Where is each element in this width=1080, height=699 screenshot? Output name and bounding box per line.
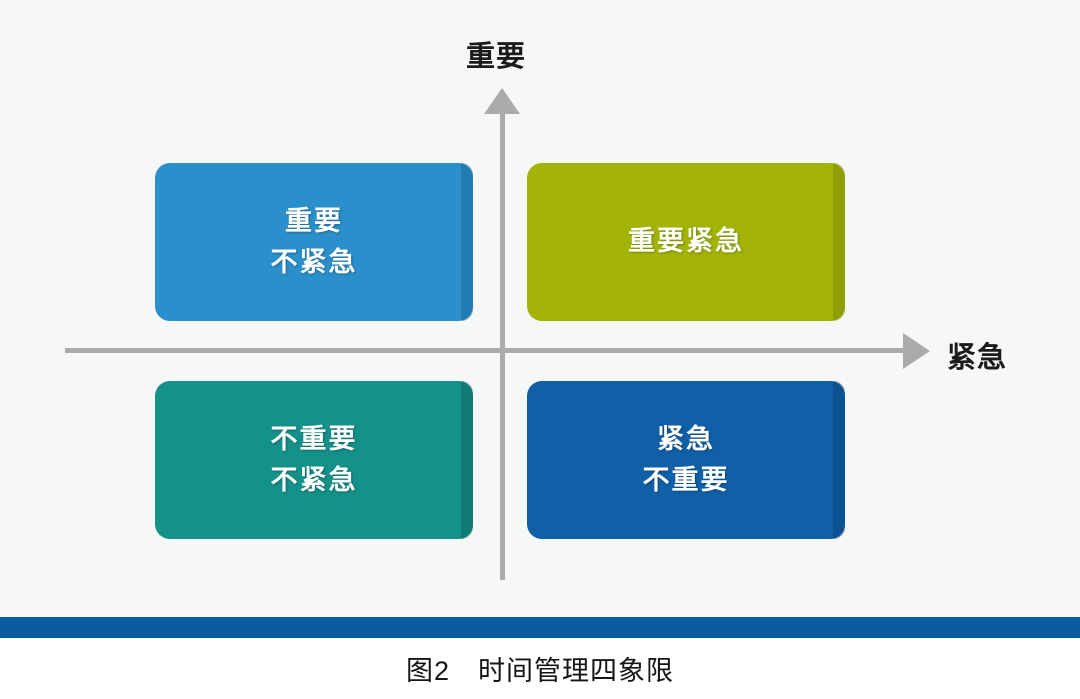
quadrant-edge-highlight <box>833 381 845 539</box>
vertical-axis-line <box>500 103 505 580</box>
quadrant-not-important-not-urgent[interactable]: 不重要 不紧急 <box>155 381 482 539</box>
quadrant-edge-highlight <box>461 381 473 539</box>
quadrant-label-line-1: 重要紧急 <box>628 226 744 257</box>
quadrant-edge-highlight <box>461 163 473 321</box>
quadrant-label-line-1: 不重要 <box>270 423 358 454</box>
arrow-right-icon <box>903 333 930 369</box>
quadrant-important-urgent[interactable]: 重要紧急 <box>527 163 854 321</box>
bottom-rule-divider <box>0 617 1080 638</box>
quadrant-label-line-2: 不重要 <box>642 465 730 495</box>
figure-caption: 图2 时间管理四象限 <box>405 656 675 686</box>
quadrant-urgent-not-important[interactable]: 紧急 不重要 <box>527 381 854 539</box>
quadrant-label-line-2: 不紧急 <box>270 465 358 495</box>
quadrant-label-line-1: 重要 <box>285 205 343 236</box>
quadrant-edge-highlight <box>833 163 845 321</box>
figure-caption-area: 图2 时间管理四象限 <box>0 638 1080 699</box>
axis-label-horizontal: 紧急 <box>947 342 1008 374</box>
quadrant-label-line-1: 紧急 <box>657 423 715 454</box>
axis-label-vertical: 重要 <box>466 41 527 73</box>
quadrant-important-not-urgent[interactable]: 重要 不紧急 <box>155 163 482 321</box>
quadrant-label-line-2: 不紧急 <box>270 247 358 277</box>
horizontal-axis-line <box>65 348 910 353</box>
arrow-up-icon <box>484 88 520 114</box>
figure-canvas: 重要 紧急 重要 不紧急 重要紧急 不重要 不紧急 紧急 不重要 <box>65 41 1008 580</box>
